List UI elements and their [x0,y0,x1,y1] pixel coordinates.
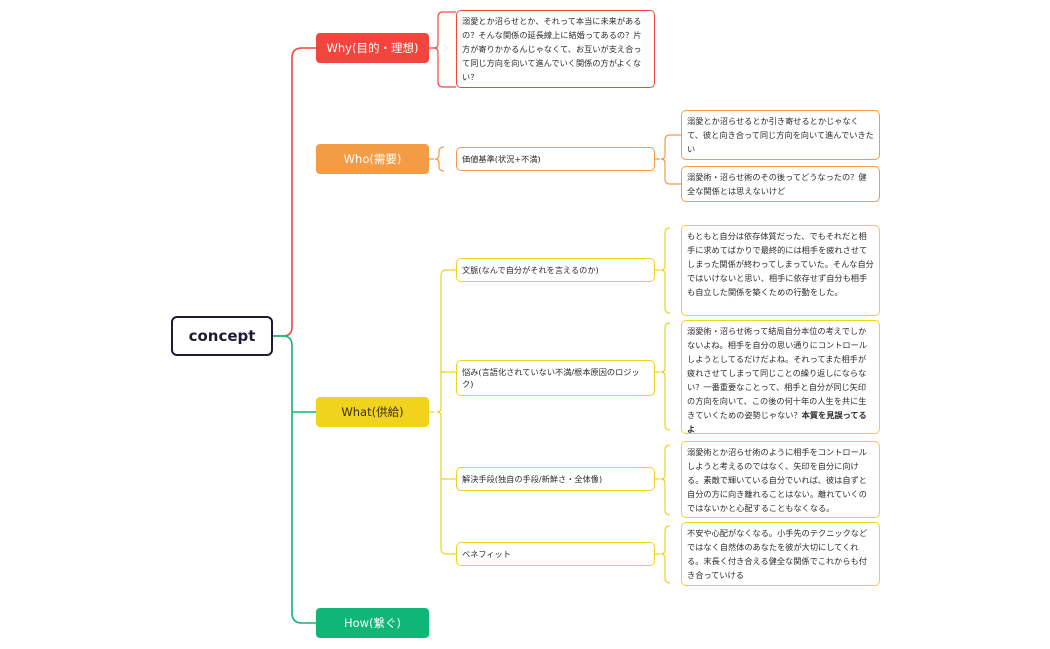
what-note-benefit[interactable]: 不安や心配がなくなる。小手先のテクニックなどではなく自然体のあなたを彼が大切にし… [681,522,880,586]
what-note-pain-emphasis: 本質を見誤ってるよ [687,410,867,434]
what-note-context[interactable]: もともと自分は依存体質だった、でもそれだと相手に求めてばかりで最終的には相手を疲… [681,225,880,316]
what-branch-solution[interactable]: 解決手段(独自の手段/新鮮さ・全体像) [456,467,655,491]
what-note-pain-text: 溺愛術・沼らせ術って結局自分本位の考えでしかないよね。相手を自分の思い通りにコン… [687,326,867,420]
what-note-solution[interactable]: 溺愛術とか沼らせ術のように相手をコントロールしようと考えるのではなく、矢印を自分… [681,441,880,518]
who-branch-value-criteria[interactable]: 価値基準(状況+不満) [456,147,655,171]
why-note[interactable]: 溺愛とか沼らせとか、それって本当に未来があるの？そんな関係の延長線上に結婚ってあ… [456,10,655,88]
category-what-node[interactable]: What(供給) [316,397,429,427]
what-branch-pain[interactable]: 悩み(言語化されていない不満/根本原因のロジック) [456,360,655,396]
category-how-node[interactable]: How(繋ぐ) [316,608,429,638]
root-node[interactable]: concept [171,316,273,356]
what-note-pain[interactable]: 溺愛術・沼らせ術って結局自分本位の考えでしかないよね。相手を自分の思い通りにコン… [681,320,880,434]
who-note-2[interactable]: 溺愛術・沼らせ術のその後ってどうなったの？健全な関係とは思えないけど [681,166,880,202]
who-note-1[interactable]: 溺愛とか沼らせるとか引き寄せるとかじゃなくて、彼と向き合って同じ方向を向いて進ん… [681,110,880,160]
category-who-node[interactable]: Who(需要) [316,144,429,174]
what-branch-benefit[interactable]: ベネフィット [456,542,655,566]
category-why-node[interactable]: Why(目的・理想) [316,33,429,63]
what-branch-context[interactable]: 文脈(なんで自分がそれを言えるのか) [456,258,655,282]
